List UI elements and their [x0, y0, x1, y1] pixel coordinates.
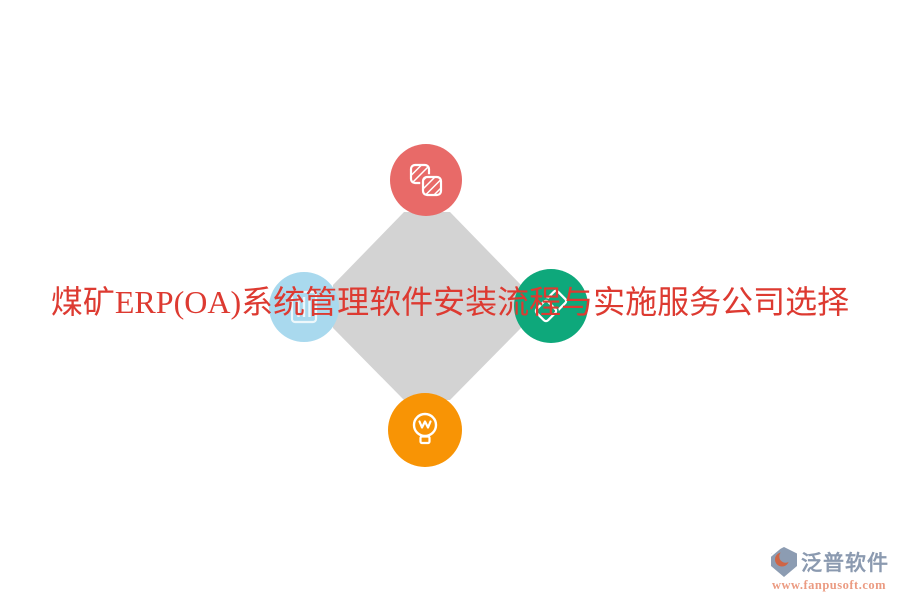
- linked-diamond-tags-icon: [533, 289, 568, 324]
- node-circle-right: [514, 269, 588, 343]
- logo-website-url: www.fanpusoft.com: [771, 578, 887, 592]
- node-circle-top: [390, 144, 462, 216]
- hub-cross-polygon: [333, 212, 521, 400]
- lightbulb-icon: [412, 412, 438, 445]
- hatched-overlapping-cards-icon: [409, 163, 444, 198]
- node-circle-bottom: [388, 393, 462, 467]
- fanpu-logo: 泛普软件 www.fanpusoft.com: [769, 546, 889, 593]
- logo-company-name: 泛普软件: [801, 551, 889, 575]
- node-circle-left: [269, 272, 339, 342]
- fanpu-logo-mark-icon: [769, 546, 797, 577]
- panel-columns-icon: [290, 290, 318, 324]
- page-title: 煤矿ERP(OA)系统管理软件安装流程与实施服务公司选择: [50, 284, 850, 320]
